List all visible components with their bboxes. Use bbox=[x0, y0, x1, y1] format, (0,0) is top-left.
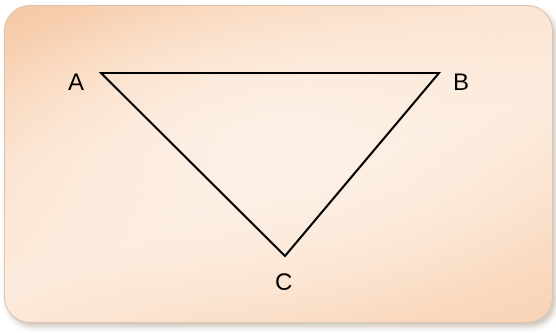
vertex-label-b: B bbox=[453, 69, 469, 96]
background-card bbox=[4, 5, 553, 323]
side-bc bbox=[284, 72, 440, 257]
vertex-label-c: C bbox=[275, 269, 292, 296]
triangle-abc bbox=[98, 72, 442, 258]
side-ca bbox=[100, 72, 286, 257]
vertex-label-a: A bbox=[68, 69, 84, 96]
